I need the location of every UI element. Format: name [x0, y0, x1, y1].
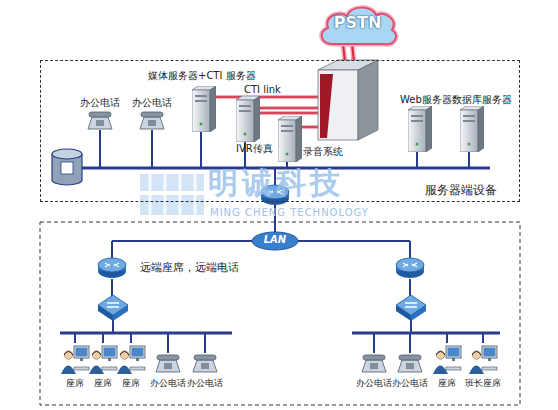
branch-switch: [98, 295, 128, 321]
watermark-stripes: [150, 174, 195, 215]
group-label: 远端座席，远端电话: [140, 262, 239, 275]
supervisor-seat: [469, 346, 497, 374]
device-label: IVR传真: [236, 143, 273, 155]
client-zone-frame: [40, 222, 520, 405]
device-label: 办公电话: [80, 97, 120, 109]
lan-ellipse: [252, 232, 298, 250]
device-label: 办公电话: [150, 378, 186, 388]
device-label: 办公电话: [132, 97, 172, 109]
pbx-side: [358, 60, 378, 140]
node-text: LAN: [251, 234, 299, 245]
office-phone: [398, 355, 422, 372]
device-label: 媒体服务器+CTI 服务器: [148, 70, 256, 82]
branch-switch: [396, 295, 426, 321]
device-label: 班长座席: [465, 378, 501, 388]
device-label: 座席: [66, 378, 84, 388]
device-label: 办公电话: [187, 378, 223, 388]
device-label: 座席: [122, 378, 140, 388]
office-phone: [362, 355, 386, 372]
cti-link-line: [216, 97, 318, 127]
branch-router: [98, 258, 126, 278]
office-phone: [193, 355, 217, 372]
branch-wire: [112, 279, 411, 333]
agent-seat: [89, 346, 117, 374]
pbx-accent: [320, 74, 333, 138]
client-bus: [60, 332, 500, 335]
agent-seat: [61, 346, 89, 374]
office-phone: [156, 355, 180, 372]
lan-oval: LAN: [251, 231, 299, 251]
device-label: 办公电话: [392, 378, 428, 388]
link-label: CTI link: [244, 84, 281, 96]
database-server: [460, 106, 484, 152]
watermark: 明诚科技: [208, 166, 344, 201]
office-phone: [140, 112, 164, 129]
media-cti-server: [192, 86, 216, 132]
agent-seat: [433, 346, 461, 374]
device-label: 数据库服务器: [452, 94, 512, 106]
recording-server: [278, 116, 302, 162]
cti-link-glow: [216, 97, 318, 127]
device-label: 座席: [94, 378, 112, 388]
web-server: [408, 106, 432, 152]
device-label: 录音系统: [303, 146, 343, 158]
branch-router: [396, 258, 424, 278]
office-phone: [88, 112, 112, 129]
device-label: Web服务器: [400, 94, 452, 106]
ivr-server: [236, 96, 260, 142]
watermark: MING CHENG TECHNOLOGY: [210, 207, 369, 219]
device-label: 办公电话: [356, 378, 392, 388]
database-icon: [61, 162, 73, 174]
database-top: [52, 149, 82, 159]
pstn-cloud: PSTN: [315, 2, 400, 48]
node-text: PSTN: [315, 13, 400, 32]
agent-seat: [117, 346, 145, 374]
device-label: 座席: [438, 378, 456, 388]
node-text: 服务器端设备: [423, 182, 499, 199]
pbx-front: [318, 70, 358, 140]
